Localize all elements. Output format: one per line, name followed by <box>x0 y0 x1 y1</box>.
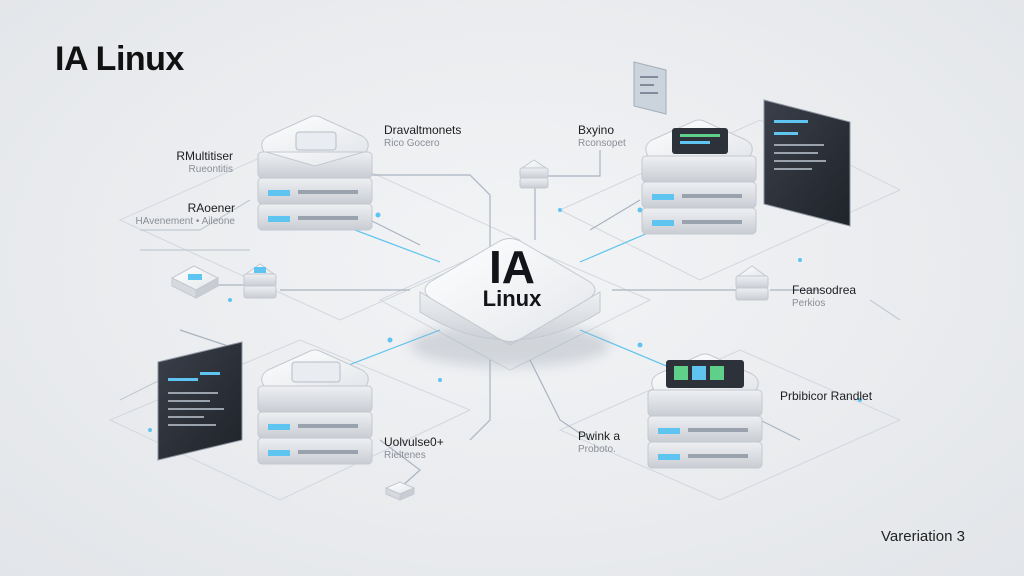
node-label-subtitle: HAvenement • Aileone <box>135 215 236 227</box>
node-label-bottom-right: Prbibicor Randlet <box>780 389 900 404</box>
node-label-subtitle: Rico Gocero <box>384 137 440 149</box>
node-label-right: Feansodrea Perkios <box>792 283 892 309</box>
glow-dots <box>148 207 862 432</box>
node-label-subtitle: Rueontitis <box>188 163 233 175</box>
server-stack-icon <box>257 115 373 231</box>
server-stack-icon <box>641 119 757 235</box>
node-label-title: Uolvulse0+ <box>384 435 444 449</box>
server-stack-icon <box>647 353 763 469</box>
node-label-title: RAoener <box>187 201 235 215</box>
node-label-top-center: Dravaltmonets Rico Gocero <box>384 123 494 149</box>
monitor-panel-icon <box>157 341 243 461</box>
node-label-subtitle: Rieltenes <box>384 449 426 461</box>
mini-server-icon <box>735 265 769 301</box>
hub-label-linux: Linux <box>483 286 542 311</box>
node-label-top-left-b: RAoener HAvenement • Aileone <box>110 201 236 227</box>
monitor-panel-icon <box>633 61 667 115</box>
node-label-bottom-center-right: Pwink a Proboto. <box>578 429 658 455</box>
monitor-panel-icon <box>763 99 851 227</box>
node-label-subtitle: Proboto. <box>578 443 616 455</box>
node-label-title: Bxyino <box>578 123 615 137</box>
node-label-title: Dravaltmonets <box>384 123 462 137</box>
page-title: IA Linux <box>55 40 184 78</box>
node-label-title: RMultitiser <box>176 149 233 163</box>
node-label-title: Prbibicor Randlet <box>780 389 873 403</box>
node-label-title: Feansodrea <box>792 283 857 297</box>
chip-icon <box>170 265 220 299</box>
hub-node-icon: IA Linux <box>410 238 610 367</box>
mini-server-icon <box>243 263 277 299</box>
node-label-subtitle: Rconsopet <box>578 137 626 149</box>
chip-icon <box>384 481 416 501</box>
server-stack-icon <box>257 349 373 465</box>
node-label-top-right: Bxyino Rconsopet <box>578 123 658 149</box>
node-label-subtitle: Perkios <box>792 297 826 309</box>
hub-label-ia: IA <box>489 241 535 293</box>
variation-caption: Varеriation 3 <box>881 528 965 545</box>
node-label-title: Pwink a <box>578 429 621 443</box>
node-label-top-left-a: RMultitiser Rueontitis <box>128 149 233 175</box>
mini-server-icon <box>519 159 549 189</box>
node-label-bottom-center: Uolvulse0+ Rieltenes <box>384 435 484 461</box>
